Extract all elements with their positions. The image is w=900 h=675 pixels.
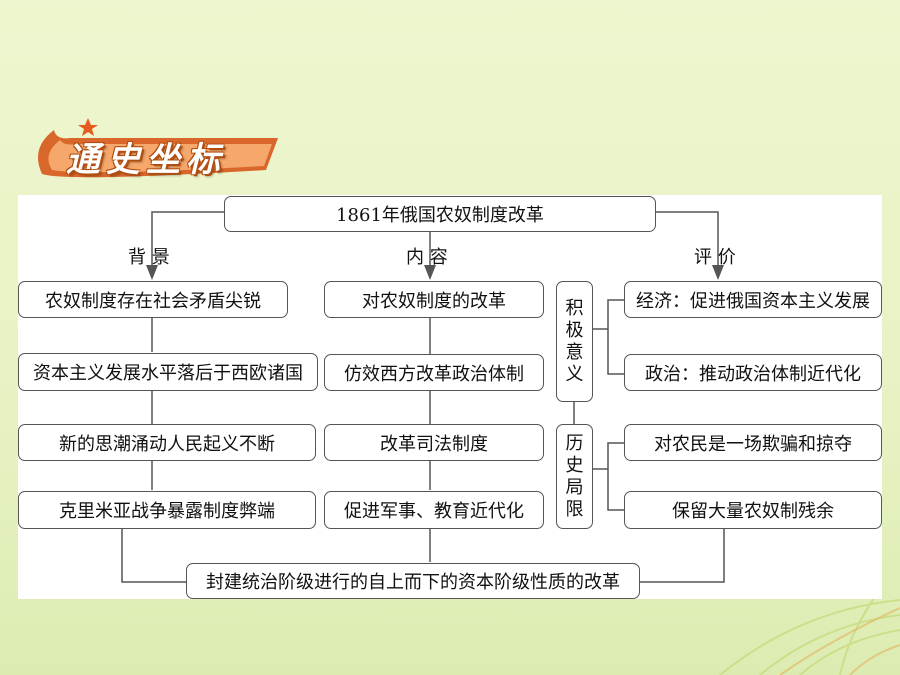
positive-item-politics: 政治：推动政治体制近代化 [624,354,882,391]
background-item-1: 农奴制度存在社会矛盾尖锐 [18,281,288,318]
background-item-4: 克里米亚战争暴露制度弊端 [18,491,316,529]
positive-item-economy: 经济：促进俄国资本主义发展 [624,281,882,318]
content-item-2: 仿效西方改革政治体制 [324,354,544,391]
branch-label-background: 背 景 [128,247,170,268]
section-title-badge [26,118,286,188]
section-title: 通史坐标 [66,140,226,180]
diagram-panel [18,195,882,599]
background-item-2: 资本主义发展水平落后于西欧诸国 [18,353,318,391]
star-icon [78,118,98,136]
positive-significance-box: 积 极 意 义 [556,281,593,402]
historical-limits-box: 历 史 局 限 [556,424,593,529]
background-item-3: 新的思潮涌动人民起义不断 [18,424,316,461]
content-item-4: 促进军事、教育近代化 [324,491,544,529]
content-item-1: 对农奴制度的改革 [324,281,544,318]
limits-item-remnants: 保留大量农奴制残余 [624,491,882,529]
content-item-3: 改革司法制度 [324,424,544,461]
limits-item-peasants: 对农民是一场欺骗和掠夺 [624,424,882,461]
conclusion-box: 封建统治阶级进行的自上而下的资本阶级性质的改革 [186,563,640,599]
title-swoosh-icon [38,118,278,178]
branch-label-content: 内 容 [406,247,448,268]
branch-label-evaluation: 评 价 [694,247,736,268]
root-box: 1861年俄国农奴制度改革 [224,196,656,232]
